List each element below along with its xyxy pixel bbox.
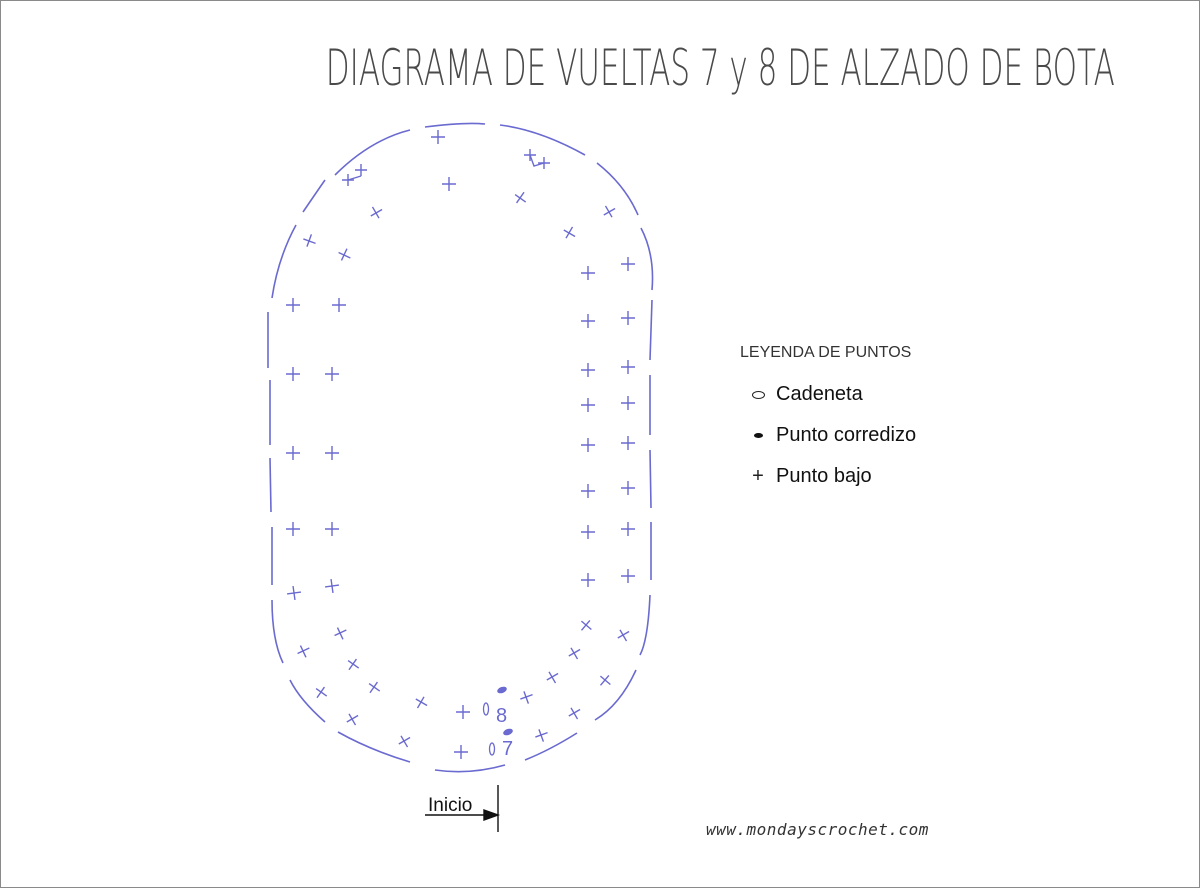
legend-item-single-crochet: + Punto bajo (740, 456, 916, 497)
legend-label: Cadeneta (776, 383, 863, 405)
website-watermark: www.mondayscrochet.com (706, 820, 929, 839)
chain-oval-icon (740, 390, 776, 399)
stitch-legend: LEYENDA DE PUNTOS Cadeneta Punto corredi… (740, 344, 916, 497)
legend-item-slip-stitch: Punto corredizo (740, 415, 916, 456)
legend-item-chain: Cadeneta (740, 374, 916, 415)
round-label-7: 7 (502, 738, 513, 760)
legend-label: Punto bajo (776, 465, 872, 487)
chain-stitches (482, 702, 496, 756)
legend-title: LEYENDA DE PUNTOS (740, 344, 912, 361)
round-label-8: 8 (496, 705, 507, 727)
slip-stitches (497, 686, 513, 736)
single-crochet-plus-icon: + (752, 465, 764, 487)
outer-oval-dashed (267, 122, 654, 773)
start-arrow-icon (425, 785, 501, 832)
start-label: Inicio (428, 795, 473, 816)
single-crochet-stitches (286, 130, 635, 759)
slip-stitch-dot-icon (740, 433, 776, 438)
legend-label: Punto corredizo (776, 424, 917, 446)
